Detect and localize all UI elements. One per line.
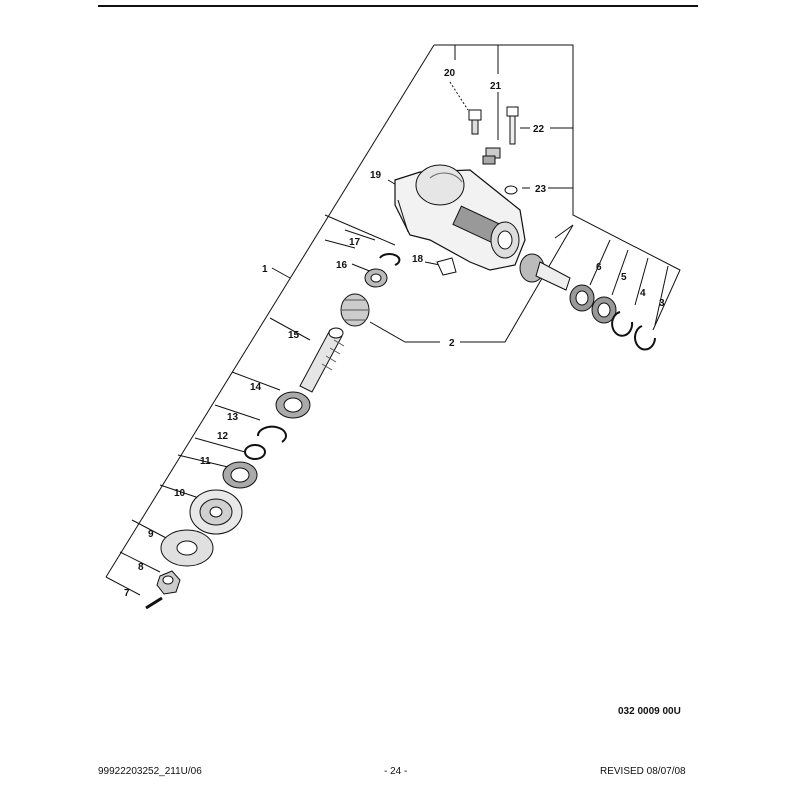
part-8-nut: [156, 570, 181, 595]
part-6-bearing: [569, 284, 595, 312]
callout-20: 20: [444, 68, 456, 79]
part-10-holder: [189, 489, 243, 535]
callout-12: 12: [217, 431, 229, 442]
callout-10: 10: [174, 488, 186, 499]
part-21-plug: [482, 147, 501, 165]
part-23-washer: [504, 185, 518, 195]
callout-6: 6: [596, 262, 602, 273]
part-13-circlip: [256, 425, 287, 443]
callout-21: 21: [490, 81, 502, 92]
part-20-screw: [468, 109, 482, 135]
callout-18: 18: [412, 254, 424, 265]
callout-14: 14: [250, 382, 262, 393]
part-2-pinion: [340, 293, 370, 327]
part-7-pin: [145, 596, 163, 610]
part-9-washer: [160, 529, 214, 567]
part-12-ring: [244, 444, 266, 460]
part-19-gear-housing: [394, 164, 526, 271]
callout-7: 7: [124, 588, 130, 599]
callout-11: 11: [200, 456, 211, 467]
part-14-bearing: [275, 391, 311, 419]
callout-22: 22: [533, 124, 545, 135]
callout-16: 16: [336, 260, 348, 271]
callout-8: 8: [138, 562, 144, 573]
callout-3: 3: [659, 298, 665, 309]
part-17-circlip: [379, 253, 401, 266]
callout-9: 9: [148, 529, 154, 540]
callout-15: 15: [288, 330, 300, 341]
part-3-circlip: [634, 325, 656, 351]
callout-2: 2: [449, 338, 455, 349]
callout-17: 17: [349, 237, 361, 248]
part-16-bearing: [364, 268, 388, 288]
callout-23: 23: [535, 184, 547, 195]
part-18-tab: [436, 257, 457, 276]
footer-page-number: - 24 -: [384, 766, 408, 777]
footer-doc-number: 99922203252_211U/06: [98, 766, 202, 777]
top-rule: [98, 5, 698, 7]
part-4-circlip: [611, 311, 634, 337]
footer-revised-date: REVISED 08/07/08: [600, 766, 686, 777]
part-15-shaft: [299, 327, 345, 393]
drawing-code: 032 0009 00U: [618, 706, 681, 717]
callout-13: 13: [227, 412, 239, 423]
callout-5: 5: [621, 272, 627, 283]
part-11-bearing: [222, 461, 258, 489]
callout-19: 19: [370, 170, 382, 181]
part-6-gear: [519, 253, 571, 291]
part-5-bearing: [591, 296, 617, 324]
callout-1: 1: [262, 264, 268, 275]
part-22-bolt: [506, 106, 519, 145]
callout-4: 4: [640, 288, 646, 299]
